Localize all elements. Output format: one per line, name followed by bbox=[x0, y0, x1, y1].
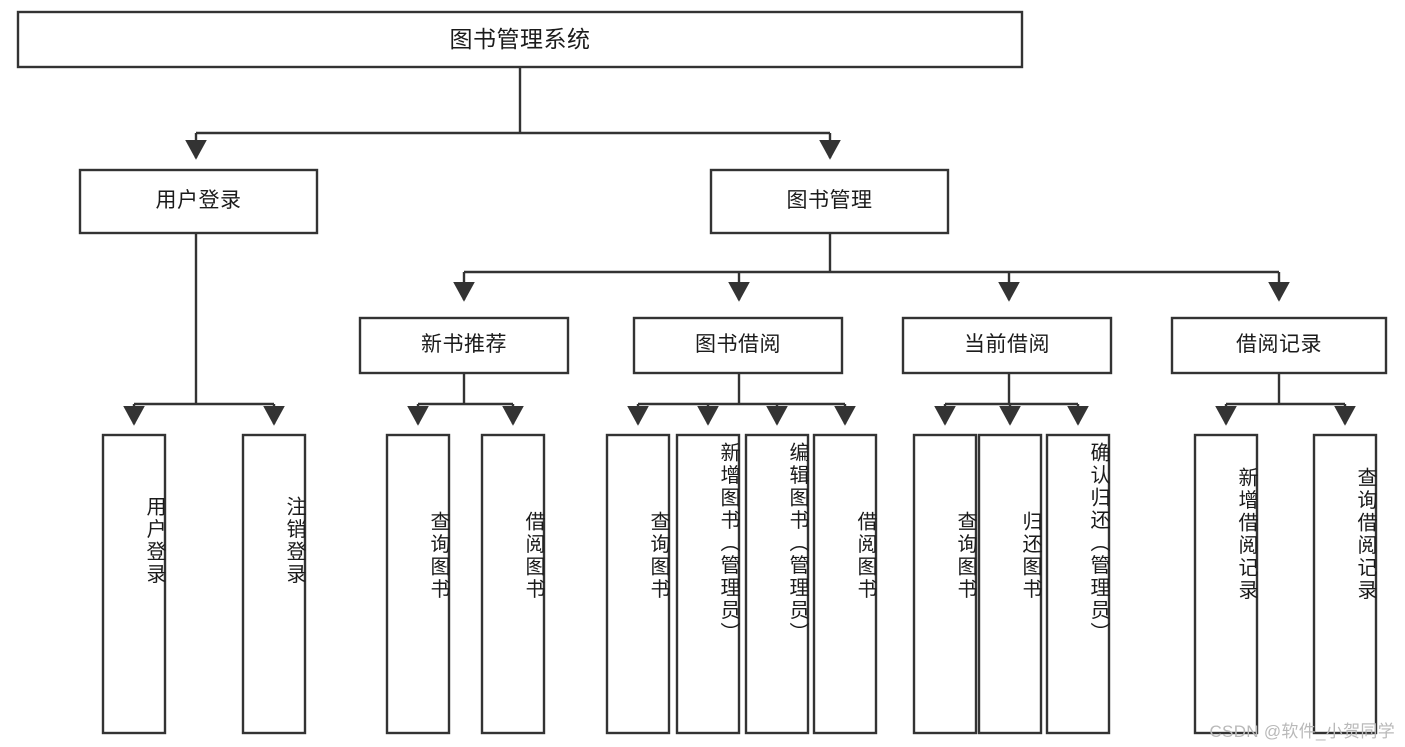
node-book-borrow-box[interactable] bbox=[632, 316, 844, 375]
leaf-box-query-borrow-record[interactable] bbox=[1312, 433, 1378, 735]
leaf-box-add-book-admin[interactable] bbox=[675, 433, 741, 735]
connector-borrow-to-leaves bbox=[627, 373, 856, 426]
leaf-box-edit-book-admin[interactable] bbox=[744, 433, 810, 735]
connector-user-login-to-leaves bbox=[123, 233, 285, 426]
leaf-box-borrow-book-new[interactable] bbox=[480, 433, 546, 735]
connector-records-to-leaves bbox=[1215, 373, 1356, 426]
node-root-box[interactable] bbox=[16, 10, 1024, 69]
leaf-box-logout[interactable] bbox=[241, 433, 307, 735]
leaf-box-query-book-borrow[interactable] bbox=[605, 433, 671, 735]
node-book-management-box[interactable] bbox=[709, 168, 950, 235]
leaf-box-borrow-book[interactable] bbox=[812, 433, 878, 735]
connector-book-mgmt-to-level3 bbox=[453, 233, 1290, 302]
leaf-box-add-borrow-record[interactable] bbox=[1193, 433, 1259, 735]
leaf-box-query-book-new[interactable] bbox=[385, 433, 451, 735]
connector-new-book-to-leaves bbox=[407, 373, 524, 426]
leaf-box-user-login[interactable] bbox=[101, 433, 167, 735]
leaf-box-confirm-return-admin[interactable] bbox=[1045, 433, 1111, 735]
node-current-borrow-box[interactable] bbox=[901, 316, 1113, 375]
node-user-login-box[interactable] bbox=[78, 168, 319, 235]
connector-current-borrow-to-leaves bbox=[934, 373, 1089, 426]
leaf-box-query-book-current[interactable] bbox=[912, 433, 978, 735]
leaf-box-return-book[interactable] bbox=[977, 433, 1043, 735]
connector-root-to-level2 bbox=[185, 67, 841, 160]
node-borrow-records-box[interactable] bbox=[1170, 316, 1388, 375]
node-new-book-recommend-box[interactable] bbox=[358, 316, 570, 375]
